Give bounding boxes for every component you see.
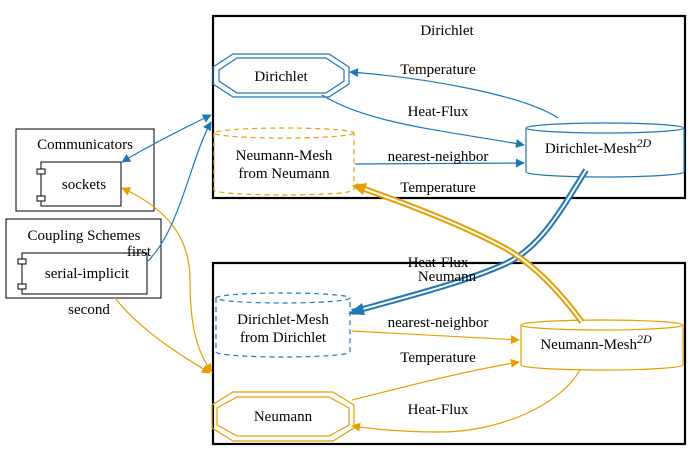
dirichlet-mesh-label: Dirichlet-Mesh2D — [545, 136, 652, 157]
edge-label-heat-flux-n: Heat-Flux — [408, 402, 469, 418]
edge-temperature-to-dirichlet — [349, 68, 559, 119]
sockets-node: sockets — [36, 161, 122, 207]
dirichlet-mesh-node: Dirichlet-Mesh2D — [525, 122, 685, 178]
dirichlet-mesh-from-dirichlet-line1: Dirichlet-Mesh — [237, 312, 329, 328]
dirichlet-mesh-from-dirichlet-node: Dirichlet-Mesh from Dirichlet — [215, 292, 351, 358]
neumann-participant-node: Neumann — [211, 391, 355, 442]
edge-heat-flux-cross — [348, 168, 589, 315]
edge-label-heat-flux-cross: Heat-Flux — [408, 255, 469, 271]
dirichlet-participant-node: Dirichlet — [212, 53, 350, 98]
neumann-mesh-label: Neumann-Mesh2D — [540, 332, 652, 353]
dirichlet-participant-label: Dirichlet — [254, 69, 308, 85]
neumann-mesh-node: Neumann-Mesh2D — [520, 319, 684, 371]
edge-label-temperature-n: Temperature — [400, 350, 476, 366]
dirichlet-cluster — [211, 14, 687, 200]
dirichlet-cluster-label: Dirichlet — [420, 23, 474, 39]
edge-nearest-neighbor-n — [351, 330, 520, 345]
edge-label-nearest-neighbor-d: nearest-neighbor — [388, 149, 489, 165]
edge-label-temperature-d: Temperature — [400, 62, 476, 78]
dirichlet-mesh-from-dirichlet-line2: from Dirichlet — [240, 330, 327, 346]
edge-first — [146, 121, 212, 263]
edge-label-second: second — [68, 302, 110, 318]
edge-heat-flux-from-dirichlet — [321, 94, 525, 148]
edge-label-first: first — [127, 244, 152, 260]
neumann-cluster — [211, 261, 687, 446]
edge-nearest-neighbor-d — [354, 158, 525, 168]
edge-second — [114, 297, 211, 374]
communicators-cluster — [15, 128, 155, 212]
edge-temperature-cross — [352, 183, 585, 324]
neumann-mesh-from-neumann-line2: from Neumann — [238, 166, 330, 182]
neumann-mesh-from-neumann-line1: Neumann-Mesh — [236, 148, 333, 164]
neumann-mesh-from-neumann-node: Neumann-Mesh from Neumann — [213, 127, 355, 196]
coupling-schemes-cluster-label: Coupling Schemes — [28, 228, 141, 244]
serial-implicit-label: serial-implicit — [45, 266, 130, 282]
edge-label-temperature-d2: Temperature — [400, 180, 476, 196]
neumann-participant-label: Neumann — [254, 409, 313, 425]
sockets-label: sockets — [62, 177, 106, 193]
neumann-cluster-label: Neumann — [418, 269, 477, 285]
edge-heat-flux-to-neumann — [351, 369, 581, 433]
edge-sockets-neumann — [121, 187, 213, 373]
edge-label-nearest-neighbor-n: nearest-neighbor — [388, 315, 489, 331]
edge-sockets-dirichlet — [121, 114, 212, 163]
communicators-cluster-label: Communicators — [37, 137, 133, 153]
edge-temperature-from-neumann — [351, 358, 520, 401]
edge-label-heat-flux-d: Heat-Flux — [408, 104, 469, 120]
